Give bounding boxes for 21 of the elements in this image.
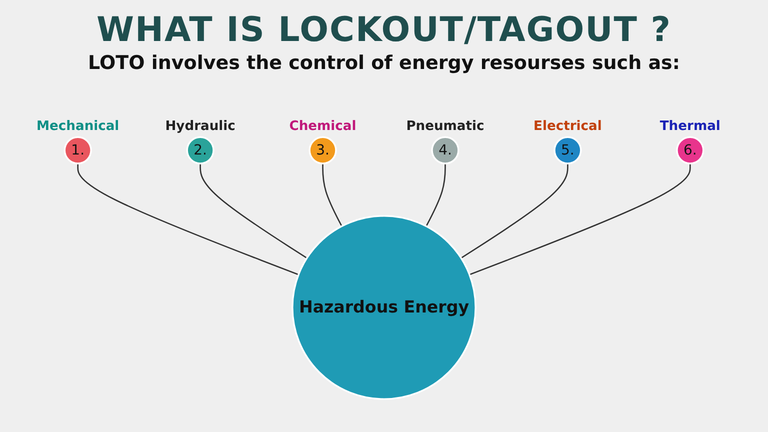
numbered-circle: 6. [676,136,704,164]
hub-circle: Hazardous Energy [292,215,476,400]
numbered-circle: 5. [554,136,582,164]
numbered-circle: 2. [186,136,214,164]
connector [460,164,568,259]
energy-type-label: Mechanical [36,119,120,134]
numbered-circle: 1. [64,136,92,164]
subtitle: LOTO involves the control of energy resourses such as: [88,52,680,74]
energy-type-label: Chemical [289,119,356,134]
energy-type-label: Pneumatic [406,119,484,134]
numbered-circle: 3. [308,136,337,164]
connector [426,164,446,227]
connector [322,164,342,227]
numbered-circle: 4. [431,136,460,164]
energy-type-label: Thermal [660,119,720,134]
energy-type-label: Electrical [534,119,602,134]
title: WHAT IS LOCKOUT/TAGOUT ? [96,10,672,50]
energy-type-label: Hydraulic [165,119,236,134]
connector [77,164,299,276]
connector [200,164,308,259]
connector [469,164,691,276]
